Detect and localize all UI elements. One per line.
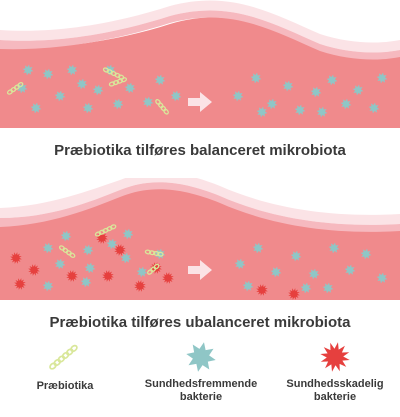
- beneficial-bacteria: [290, 250, 302, 262]
- beneficial-bacteria: [256, 106, 268, 118]
- beneficial-bacteria: [82, 244, 94, 256]
- beneficial-bacteria: [42, 280, 54, 292]
- beneficial-bacteria: [92, 84, 104, 96]
- beneficial-bacteria: [54, 258, 66, 270]
- beneficial-bacteria: [234, 258, 246, 270]
- beneficial-bacteria: [124, 82, 136, 94]
- beneficial-bacteria: [326, 74, 338, 86]
- harmful-bacteria: [114, 244, 126, 256]
- prebiotic-chain: [155, 99, 169, 115]
- harmful-bacteria: [288, 288, 300, 300]
- beneficial-bacteria: [282, 80, 294, 92]
- bacteria-group: [10, 224, 388, 300]
- beneficial-bacteria: [232, 90, 244, 102]
- bacteria-group: [6, 64, 388, 118]
- caption-imbalanced: Præbiotika tilføres ubalanceret mikrobio…: [49, 314, 351, 331]
- beneficial-bacteria: [250, 72, 262, 84]
- imbalanced-microbiota-panel: [0, 178, 400, 300]
- beneficial-bacteria: [322, 282, 334, 294]
- prebiotic-chain: [144, 249, 164, 257]
- beneficial-bacteria: [266, 98, 278, 110]
- balanced-microbiota-panel: [0, 0, 400, 128]
- beneficial-bacteria: [252, 242, 264, 254]
- legend-label-harmful-2: bakterie: [313, 391, 357, 403]
- prebiotic-chain: [58, 245, 76, 258]
- harmful-bacteria: [28, 264, 40, 276]
- mucosa-inner: [0, 182, 400, 232]
- beneficial-bacteria: [122, 228, 134, 240]
- beneficial-bacteria-icon: [186, 342, 216, 372]
- beneficial-bacteria: [142, 96, 154, 108]
- harmful-bacteria-icon: [320, 342, 350, 372]
- beneficial-bacteria: [16, 82, 28, 94]
- legend-item-prebiotic: Præbiotika: [5, 340, 125, 393]
- beneficial-bacteria: [22, 64, 34, 76]
- beneficial-bacteria: [308, 268, 320, 280]
- legend-item-beneficial: Sundhedsfremmende bakterie: [126, 340, 276, 404]
- beneficial-bacteria: [120, 252, 132, 264]
- beneficial-bacteria: [54, 90, 66, 102]
- prebiotic-chain: [6, 82, 24, 95]
- prebiotic-chain: [147, 263, 160, 275]
- legend-label-harmful-1: Sundhedsskadelig: [286, 378, 384, 390]
- beneficial-bacteria: [76, 78, 88, 90]
- beneficial-bacteria: [186, 342, 216, 372]
- tissue-layer: [0, 188, 400, 300]
- mucosa-outer: [0, 178, 400, 225]
- beneficial-bacteria: [242, 280, 254, 292]
- beneficial-bacteria: [270, 266, 282, 278]
- legend-label-prebiotic: Præbiotika: [36, 380, 94, 392]
- prebiotic-chain: [49, 344, 78, 370]
- beneficial-bacteria: [368, 102, 380, 114]
- harmful-bacteria: [14, 278, 26, 290]
- beneficial-bacteria: [42, 68, 54, 80]
- beneficial-bacteria: [80, 276, 92, 288]
- beneficial-bacteria: [154, 74, 166, 86]
- harmful-bacteria: [162, 272, 174, 284]
- harmful-bacteria: [10, 252, 22, 264]
- harmful-bacteria: [320, 342, 350, 372]
- mucosa-outer: [0, 0, 400, 53]
- beneficial-bacteria: [106, 238, 118, 250]
- tissue-layer: [0, 17, 400, 128]
- beneficial-bacteria: [66, 64, 78, 76]
- prebiotic-chain-icon: [49, 344, 78, 370]
- beneficial-bacteria: [42, 242, 54, 254]
- beneficial-bacteria: [376, 272, 388, 284]
- beneficial-bacteria: [316, 106, 328, 118]
- caption-balanced: Præbiotika tilføres balanceret mikrobiot…: [54, 142, 346, 159]
- beneficial-bacteria: [82, 102, 94, 114]
- harmful-bacteria: [66, 270, 78, 282]
- beneficial-bacteria: [352, 84, 364, 96]
- harmful-bacteria: [134, 280, 146, 292]
- beneficial-bacteria: [294, 104, 306, 116]
- harmful-bacteria: [102, 270, 114, 282]
- beneficial-bacteria: [84, 262, 96, 274]
- prebiotic-chain: [108, 77, 128, 87]
- beneficial-bacteria: [136, 266, 148, 278]
- beneficial-bacteria: [344, 264, 356, 276]
- beneficial-bacteria: [328, 242, 340, 254]
- imbalanced-illustration: [0, 178, 400, 300]
- beneficial-bacteria: [112, 98, 124, 110]
- beneficial-bacteria: [376, 72, 388, 84]
- beneficial-bacteria: [300, 282, 312, 294]
- beneficial-bacteria: [170, 90, 182, 102]
- arrow-right-icon: [188, 92, 212, 112]
- beneficial-bacteria: [60, 230, 72, 242]
- arrow-right-icon: [188, 260, 212, 280]
- beneficial-bacteria: [360, 248, 372, 260]
- legend-label-beneficial-1: Sundhedsfremmende: [144, 378, 258, 390]
- beneficial-bacteria: [310, 86, 322, 98]
- beneficial-bacteria: [154, 248, 166, 260]
- harmful-bacteria: [256, 284, 268, 296]
- prebiotic-chain: [94, 224, 117, 237]
- legend-label-beneficial-2: bakterie: [179, 391, 223, 403]
- mucosa-inner: [0, 10, 400, 60]
- legend: Præbiotika Sundhedsfremmende bakterie Su…: [0, 340, 400, 417]
- balanced-illustration: [0, 0, 400, 128]
- beneficial-bacteria: [30, 102, 42, 114]
- beneficial-bacteria: [340, 98, 352, 110]
- legend-item-harmful: Sundhedsskadelig bakterie: [270, 340, 400, 404]
